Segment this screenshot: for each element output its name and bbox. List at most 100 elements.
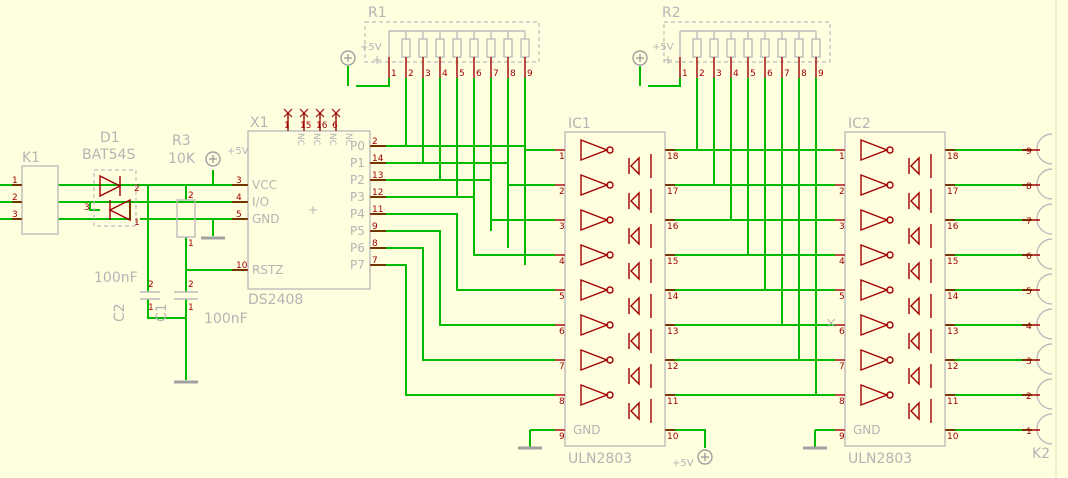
- x1-label-p6: P6: [350, 241, 365, 255]
- r2-pin-4: 4: [733, 69, 739, 79]
- k2-pin-9: 9: [1026, 147, 1032, 157]
- ic2-in-5: 5: [839, 292, 845, 302]
- r3-pin-2: 2: [188, 191, 194, 201]
- r1-pin-7: 7: [493, 69, 499, 79]
- c2-name: C2: [112, 303, 128, 322]
- net-wires: [0, 66, 1032, 448]
- ic1-in-8: 8: [559, 397, 565, 407]
- x1-label-p2: P2: [350, 173, 365, 187]
- r1-pin-8: 8: [510, 69, 516, 79]
- x1-pin-1: 1: [284, 121, 290, 131]
- ic2-in-8: 8: [839, 397, 845, 407]
- ic2-in-6: 6: [839, 327, 845, 337]
- x1-label-p5: P5: [350, 224, 365, 238]
- x1-pin-16: 16: [316, 121, 328, 131]
- x1-pin-10: 10: [236, 261, 248, 271]
- ic2-out-17: 17: [947, 187, 958, 197]
- wire: [370, 162, 555, 186]
- d1-pin-2: 2: [134, 184, 140, 194]
- r2-pin-9: 9: [818, 69, 824, 79]
- ic1-out-18: 18: [667, 152, 679, 162]
- d1-pin-3: 3: [84, 203, 90, 213]
- ic2-value: ULN2803: [848, 451, 912, 467]
- x1-pin-5: 5: [236, 210, 242, 220]
- wire: [370, 247, 555, 361]
- x1-pin-15: 15: [300, 121, 311, 131]
- x1-pin-13: 13: [372, 171, 383, 181]
- k2-name: K2: [1032, 446, 1050, 462]
- x1-label-gnd: GND: [252, 212, 280, 226]
- ic2-pin-9: 9: [839, 432, 845, 442]
- wire: [370, 264, 555, 396]
- k1-name: K1: [22, 150, 40, 166]
- ic1-out-11: 11: [667, 397, 678, 407]
- resistor-r3[interactable]: R3 10K 2 1: [168, 133, 196, 249]
- wire: [356, 78, 390, 87]
- k1-pin-1: 1: [12, 176, 18, 186]
- ic1-out-12: 12: [667, 362, 678, 372]
- ic2-in-2: 2: [839, 187, 845, 197]
- c1-pin-1: 1: [188, 303, 194, 313]
- x1-pin-6: 6: [332, 121, 338, 131]
- d1-name: D1: [100, 130, 120, 146]
- ic2-name: IC2: [848, 116, 871, 132]
- r2-pin-1: 1: [682, 69, 688, 79]
- x1-name: X1: [250, 115, 269, 131]
- r2-pin-3: 3: [716, 69, 722, 79]
- capacitor-c2[interactable]: 2 1 100nF C2: [94, 270, 160, 322]
- r2-pin-6: 6: [767, 69, 773, 79]
- wire: [370, 230, 555, 326]
- k1-pin-2: 2: [12, 193, 18, 203]
- x1-pin-4: 4: [236, 193, 242, 203]
- x1-nc-label: NC: [343, 133, 353, 146]
- r1-pin-9: 9: [527, 69, 533, 79]
- x1-nc-label: NC: [311, 133, 321, 146]
- wire: [665, 429, 706, 448]
- vcc-symbol: [340, 50, 356, 66]
- vcc-label: +5V: [652, 42, 674, 53]
- x1-pin-2: 2: [372, 137, 378, 147]
- vcc-symbol: [205, 151, 221, 167]
- r1-pin-4: 4: [442, 69, 448, 79]
- ic2-in-7: 7: [839, 362, 845, 372]
- c1-value: 100nF: [204, 311, 248, 327]
- k2-pin-2: 2: [1026, 392, 1032, 402]
- ic2-in-1: 1: [839, 152, 845, 162]
- wire: [370, 145, 555, 151]
- r2-pin-5: 5: [750, 69, 756, 79]
- capacitor-c1[interactable]: 2 1 100nF C1: [154, 280, 248, 327]
- wire: [147, 299, 187, 380]
- c1-name: C1: [154, 303, 170, 322]
- x1-label-p0: P0: [350, 139, 365, 153]
- ic2-gnd-label: GND: [853, 423, 881, 437]
- r2-name: R2: [662, 5, 681, 21]
- k1-pin-3: 3: [12, 210, 18, 220]
- x1-label-p3: P3: [350, 190, 365, 204]
- ic1-gnd-label: GND: [573, 423, 601, 437]
- ic1-in-1: 1: [559, 152, 565, 162]
- connector-k1[interactable]: K1 1 2 3: [12, 150, 59, 235]
- diode-d1[interactable]: D1 BAT54S 2 3 1: [82, 130, 140, 228]
- ic2-in-3: 3: [839, 222, 845, 232]
- r1-pin-3: 3: [425, 69, 431, 79]
- ic1-pin-10: 10: [667, 432, 679, 442]
- ic2-pin-10: 10: [947, 432, 959, 442]
- ic1-out-16: 16: [667, 222, 679, 232]
- r2-pin-7: 7: [784, 69, 790, 79]
- x1-pin-8: 8: [372, 239, 378, 249]
- x1-pin-14: 14: [372, 154, 384, 164]
- x1-nc-label: NC: [295, 133, 305, 146]
- c2-pin-1: 1: [148, 303, 154, 313]
- c2-pin-2: 2: [148, 280, 154, 290]
- x1-label-p4: P4: [350, 207, 365, 221]
- ic1-in-4: 4: [559, 257, 565, 267]
- r1-name: R1: [368, 5, 387, 21]
- ic2-out-16: 16: [947, 222, 959, 232]
